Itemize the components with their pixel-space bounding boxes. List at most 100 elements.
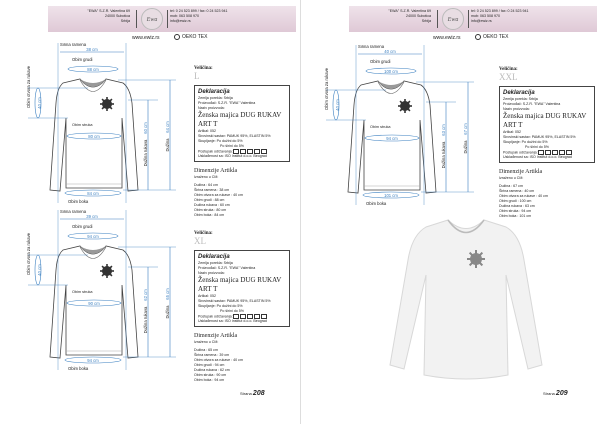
hip-label: Obim boka [366,201,387,206]
declaration-shrink1: Skupljanje: Po dužini do 5% [503,140,548,144]
size-value: XXL [499,72,518,82]
shoulder-width-value: 38 cm [86,47,98,52]
hip-label: Obim boka [68,366,89,371]
contact-line: mob: 063 508 970 [170,14,199,18]
contact-line: info@ewiz.rs [170,19,191,23]
divider [136,10,137,28]
armhole-value: 40 cm [335,99,340,111]
declaration-shrink2: Po širini do 5% [525,145,549,149]
length-value: 67 cm [463,123,468,135]
length-label: Dužina [165,305,170,319]
declaration-product_label: Naziv proizvoda: [198,106,225,110]
length-label: Dužina [165,138,170,152]
company-logo: Ewa [442,8,464,30]
dimension-row: Obim otvora za rukave : 40 cm [499,194,548,199]
shoulder-width-label: Širina ramena [60,43,87,47]
size-value: XL [194,236,206,246]
dimension-row: Dužina rukava : 62 cm [194,368,230,373]
dimension-row: Obim boka : 94 cm [194,378,225,383]
address-line: 24000 Subotica [105,14,130,18]
declaration-shrink1: Skupljanje: Po dužini do 5% [198,304,243,308]
chest-label: Obim grudi [370,59,391,64]
declaration-title: Deklaracija [198,89,230,95]
waist-value: 90 cm [88,301,100,306]
dimension-row: Obim struka : 94 cm [499,209,532,214]
emblem-icon [100,97,114,111]
page-prefix: Strana [543,391,555,396]
declaration-material: Sirovinski sastav: PAMUK 95%, ELASTIN 5% [198,299,271,303]
declaration-maker: Proizvođač: S.Z.R. "EWA" Valentina [198,101,256,105]
length-label: Dužina [463,140,468,154]
contact-line: tel: 0 24 523 899 / fax: 0 24 523 941 [471,9,529,13]
sleeve-length-label: Dužina rukava [143,139,148,166]
size-label: Veličina: [499,67,518,72]
waist-label: Obim struka [72,290,93,294]
sleeve-length-value: 60 cm [143,122,148,134]
address-line: Srbija [421,19,431,23]
declaration-maker: Proizvođač: S.Z.R. "EWA" Valentina [503,102,561,106]
address-line: 24000 Subotica [406,14,431,18]
care-label: Postupak održavanja: [198,149,233,154]
declaration-country: Zemlja porekla: Srbija [503,97,538,101]
sweater-collar [80,246,106,254]
declaration-maker: Proizvođač: S.Z.R. "EWA" Valentina [198,266,256,270]
dimension-row: Obim grudi : 88 cm [194,198,225,203]
declaration-material: Sirovinski sastav: PAMUK 95%, ELASTIN 5% [198,134,271,138]
dimensions-title: Dimenzije Artikla [499,169,543,176]
declaration-material: Sirovinski sastav: PAMUK 95%, ELASTIN 5% [503,135,576,139]
dimensions-unit: Izraženo u CM: [499,176,524,181]
dimension-row: Obim boka : 84 cm [194,213,225,218]
chest-label: Obim grudi [72,57,93,62]
emblem-icon [398,99,412,113]
oeko-tex-icon [174,34,180,40]
oeko-tex-badge: OEKO TEX [475,34,508,40]
contact-line: mob: 063 508 970 [471,14,500,18]
sleeve-length-value: 62 cm [143,289,148,301]
chest-value: 94 cm [87,234,99,239]
divider [167,10,168,28]
size-label: Veličina: [194,231,213,236]
size-label: Veličina: [194,66,213,71]
hip-value: 94 cm [87,358,99,363]
page-number-value: 209 [555,390,568,397]
declaration-article: Artikal: 052 [198,294,216,298]
care-symbols-icon [537,150,572,155]
declaration-article: Artikal: 052 [503,130,521,134]
care-row: Postupak održavanja: [503,150,591,155]
hip-value: 84 cm [87,191,99,196]
waist-label: Obim struka [370,125,391,129]
address-line: "EWA" S.Z.R. Valentina 69 [87,9,131,13]
declaration-shrink1: Skupljanje: Po dužini do 5% [198,139,243,143]
sweater-collar [378,81,404,89]
dimensions-title: Dimenzije Artikla [194,168,238,175]
armhole-label: Obim otvora za rukave [324,67,329,110]
waist-value: 80 cm [88,134,100,139]
website-link[interactable]: www.ewiz.rs [132,35,160,41]
dimension-row: Obim grudi : 94 cm [194,363,225,368]
page-number: Strana 209 [543,390,568,397]
dimension-row: Obim grudi : 100 cm [499,199,532,204]
dimension-row: Širina ramena : 39 cm [194,353,230,358]
shoulder-width-value: 40 cm [384,49,396,54]
declaration-country: Zemlja porekla: Srbija [198,96,233,100]
website-link[interactable]: www.ewiz.rs [433,35,461,41]
emblem-icon [100,264,114,278]
product-photo [386,215,546,385]
care-row: Postupak održavanja: [198,149,286,154]
dimension-row: Širina ramena : 38 cm [194,188,230,193]
dimensions-title: Dimenzije Artikla [194,333,238,340]
dimension-row: Obim struka : 90 cm [194,373,227,378]
declaration-shrink2: Po širini do 5% [220,309,244,313]
declaration-country: Zemlja porekla: Srbija [198,261,233,265]
divider [437,10,438,28]
dimension-row: Širina ramena : 40 cm [499,189,535,194]
